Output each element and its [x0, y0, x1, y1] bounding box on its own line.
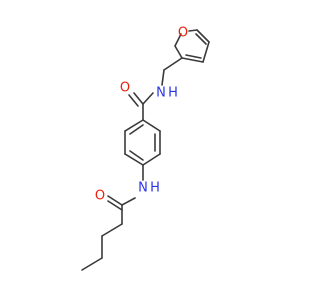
amide-hydrogen-top-label: H: [168, 86, 178, 101]
bond: [101, 223, 123, 237]
bond: [129, 150, 144, 161]
bond: [128, 94, 139, 107]
bond: [142, 153, 161, 166]
structure-svg: O N H O N H O: [81, 26, 210, 271]
bond: [188, 29, 198, 32]
bond: [161, 69, 165, 86]
carbonyl-oxygen-top-label: O: [120, 81, 130, 96]
bond: [163, 57, 183, 71]
bond: [133, 92, 144, 105]
bond: [196, 29, 210, 43]
bond: [121, 197, 136, 206]
bond: [129, 124, 144, 135]
bond: [174, 45, 183, 59]
amide-nitrogen-top-label: N: [156, 86, 166, 101]
bond: [181, 57, 204, 63]
molecule-diagram: O N H O N H O: [81, 26, 210, 271]
bonds: [81, 29, 210, 271]
amide-nitrogen-bottom-label: N: [138, 181, 148, 196]
bond: [202, 41, 210, 63]
bond: [107, 200, 123, 211]
bond: [174, 33, 182, 47]
amide-hydrogen-bottom-label: H: [150, 181, 160, 196]
bond: [81, 257, 103, 271]
atom-labels: O N H O N H O: [95, 26, 188, 204]
bond: [124, 119, 144, 132]
bond: [185, 54, 202, 59]
carbonyl-oxygen-bottom-label: O: [95, 189, 105, 204]
bond: [142, 119, 161, 132]
bond: [195, 33, 207, 45]
bond: [142, 92, 154, 105]
bond: [124, 153, 144, 166]
bond: [107, 195, 123, 206]
furan-oxygen-label: O: [178, 26, 188, 41]
